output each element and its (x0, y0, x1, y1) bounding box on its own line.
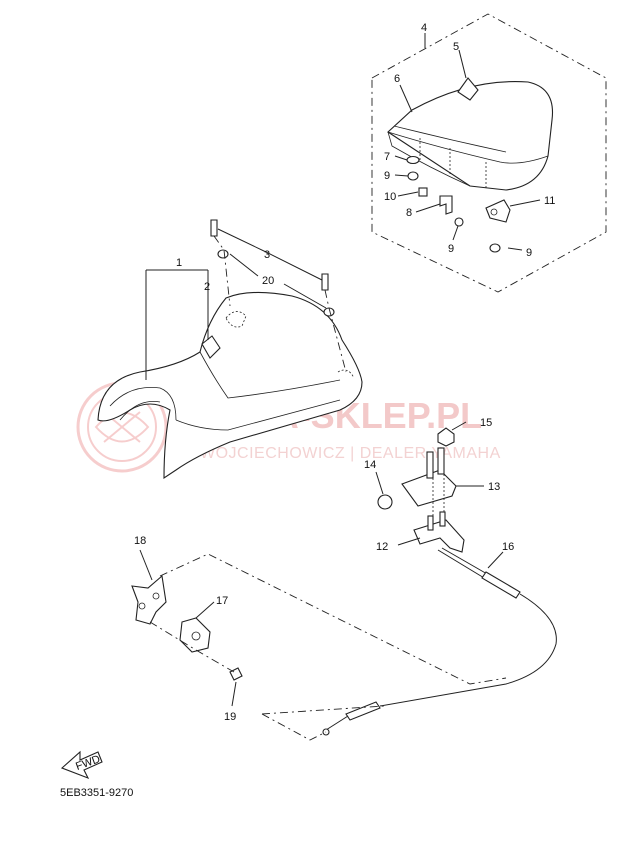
bracket-11 (485, 199, 511, 223)
seat-lock-cable (322, 547, 557, 736)
bolt-10 (418, 187, 428, 197)
watermark-dealer: WOJCIECHOWICZ | DEALER YAMAHA (200, 445, 501, 462)
callout-20: 20 (262, 275, 274, 287)
callout-17: 17 (216, 595, 228, 607)
callout-7: 7 (384, 151, 390, 163)
fwd-arrow: FWD (60, 750, 103, 780)
bracket-8 (439, 195, 453, 215)
callout-5: 5 (453, 41, 459, 53)
diagram-code: 5EB3351-9270 (60, 787, 133, 799)
collar-20a (217, 249, 229, 259)
nut-9c (489, 243, 501, 253)
callout-9b: 9 (448, 243, 454, 255)
washer-7 (406, 155, 420, 165)
nut-9b (454, 217, 464, 227)
seat-strap-2 (201, 335, 221, 359)
lock-stud-a (426, 451, 434, 479)
callout-numbers: 1 2 3 20 4 5 6 7 9 10 8 9 9 11 15 14 13 … (134, 22, 555, 723)
callout-6: 6 (394, 73, 400, 85)
bracket-18 (131, 574, 167, 625)
seat-tab (457, 77, 479, 101)
callout-13: 13 (488, 481, 500, 493)
rear-seat-boundary (371, 13, 607, 293)
callout-18: 18 (134, 535, 146, 547)
callout-1: 1 (176, 257, 182, 269)
callout-4: 4 (421, 22, 427, 34)
lower-bracket-group (131, 549, 507, 741)
nut-9a (407, 171, 419, 181)
callout-9a: 9 (384, 170, 390, 182)
callout-12: 12 (376, 541, 388, 553)
callout-9c: 9 (526, 247, 532, 259)
callout-8: 8 (406, 207, 412, 219)
lock-pin-b (439, 511, 446, 527)
callout-10: 10 (384, 191, 396, 203)
callout-11: 11 (544, 195, 555, 207)
cable-sleeve (481, 571, 521, 599)
cable-end-sleeve (345, 701, 381, 721)
callout-2: 2 (204, 281, 210, 293)
rear-seat-group (371, 13, 607, 293)
bolt-3a (210, 219, 218, 237)
callout-3: 3 (264, 249, 270, 261)
callout-16: 16 (502, 541, 514, 553)
lock-pin-a (427, 515, 434, 531)
lock-plate-13 (401, 469, 457, 507)
nut-15 (437, 427, 455, 447)
lock-bracket-12 (413, 519, 465, 553)
rear-seat (387, 77, 554, 191)
callout-19: 19 (224, 711, 236, 723)
seat-lock (375, 421, 484, 553)
lock-17 (179, 617, 211, 653)
front-seat (97, 291, 363, 480)
bolt-3b (321, 273, 329, 291)
callout-15: 15 (480, 417, 492, 429)
lock-stud-b (437, 447, 445, 475)
cap-14 (377, 494, 393, 510)
seat-hardware (210, 219, 347, 373)
callout-14: 14 (364, 459, 376, 471)
screw-19 (229, 667, 243, 681)
